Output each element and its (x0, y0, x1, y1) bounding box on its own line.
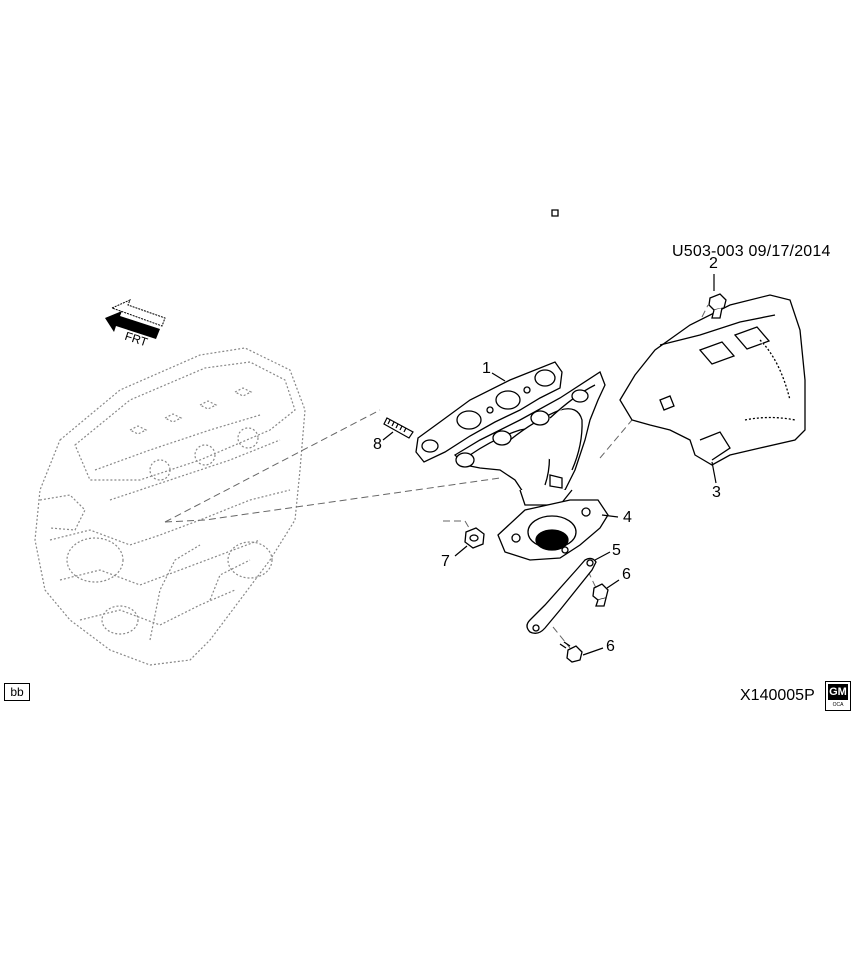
callout-5: 5 (612, 542, 621, 559)
front-arrow-icon: FRT (105, 299, 166, 350)
front-arrow-label: FRT (123, 329, 150, 350)
gm-logo: GM OCA (825, 681, 851, 711)
callout-8: 8 (373, 436, 382, 453)
callout-4: 4 (623, 509, 632, 526)
gm-logo-subtext: OCA (832, 702, 844, 708)
heat-shield-bolt (708, 293, 727, 319)
bracket-bolt-upper (592, 583, 609, 607)
exhaust-manifold (453, 209, 606, 506)
bb-label: bb (4, 683, 30, 701)
callout-3: 3 (712, 484, 721, 501)
heat-shield (619, 294, 806, 466)
callout-leaders (382, 274, 717, 656)
callout-7: 7 (441, 553, 450, 570)
diagram-header-code: U503-003 09/17/2014 (672, 243, 831, 260)
engine-block-outline (34, 347, 306, 666)
callout-1: 1 (482, 360, 491, 377)
bracket-bolt-lower (559, 641, 583, 663)
exhaust-manifold-gasket (415, 361, 563, 463)
callout-6-upper: 6 (622, 566, 631, 583)
figure-code: X140005P (740, 687, 815, 704)
callout-6-lower: 6 (606, 638, 615, 655)
callout-2: 2 (709, 255, 718, 272)
gm-logo-text: GM (828, 684, 848, 700)
stud (383, 417, 414, 439)
support-bracket (526, 557, 597, 634)
leader-lines (164, 304, 709, 649)
catalytic-converter-flange (497, 499, 609, 561)
nut (464, 527, 485, 549)
